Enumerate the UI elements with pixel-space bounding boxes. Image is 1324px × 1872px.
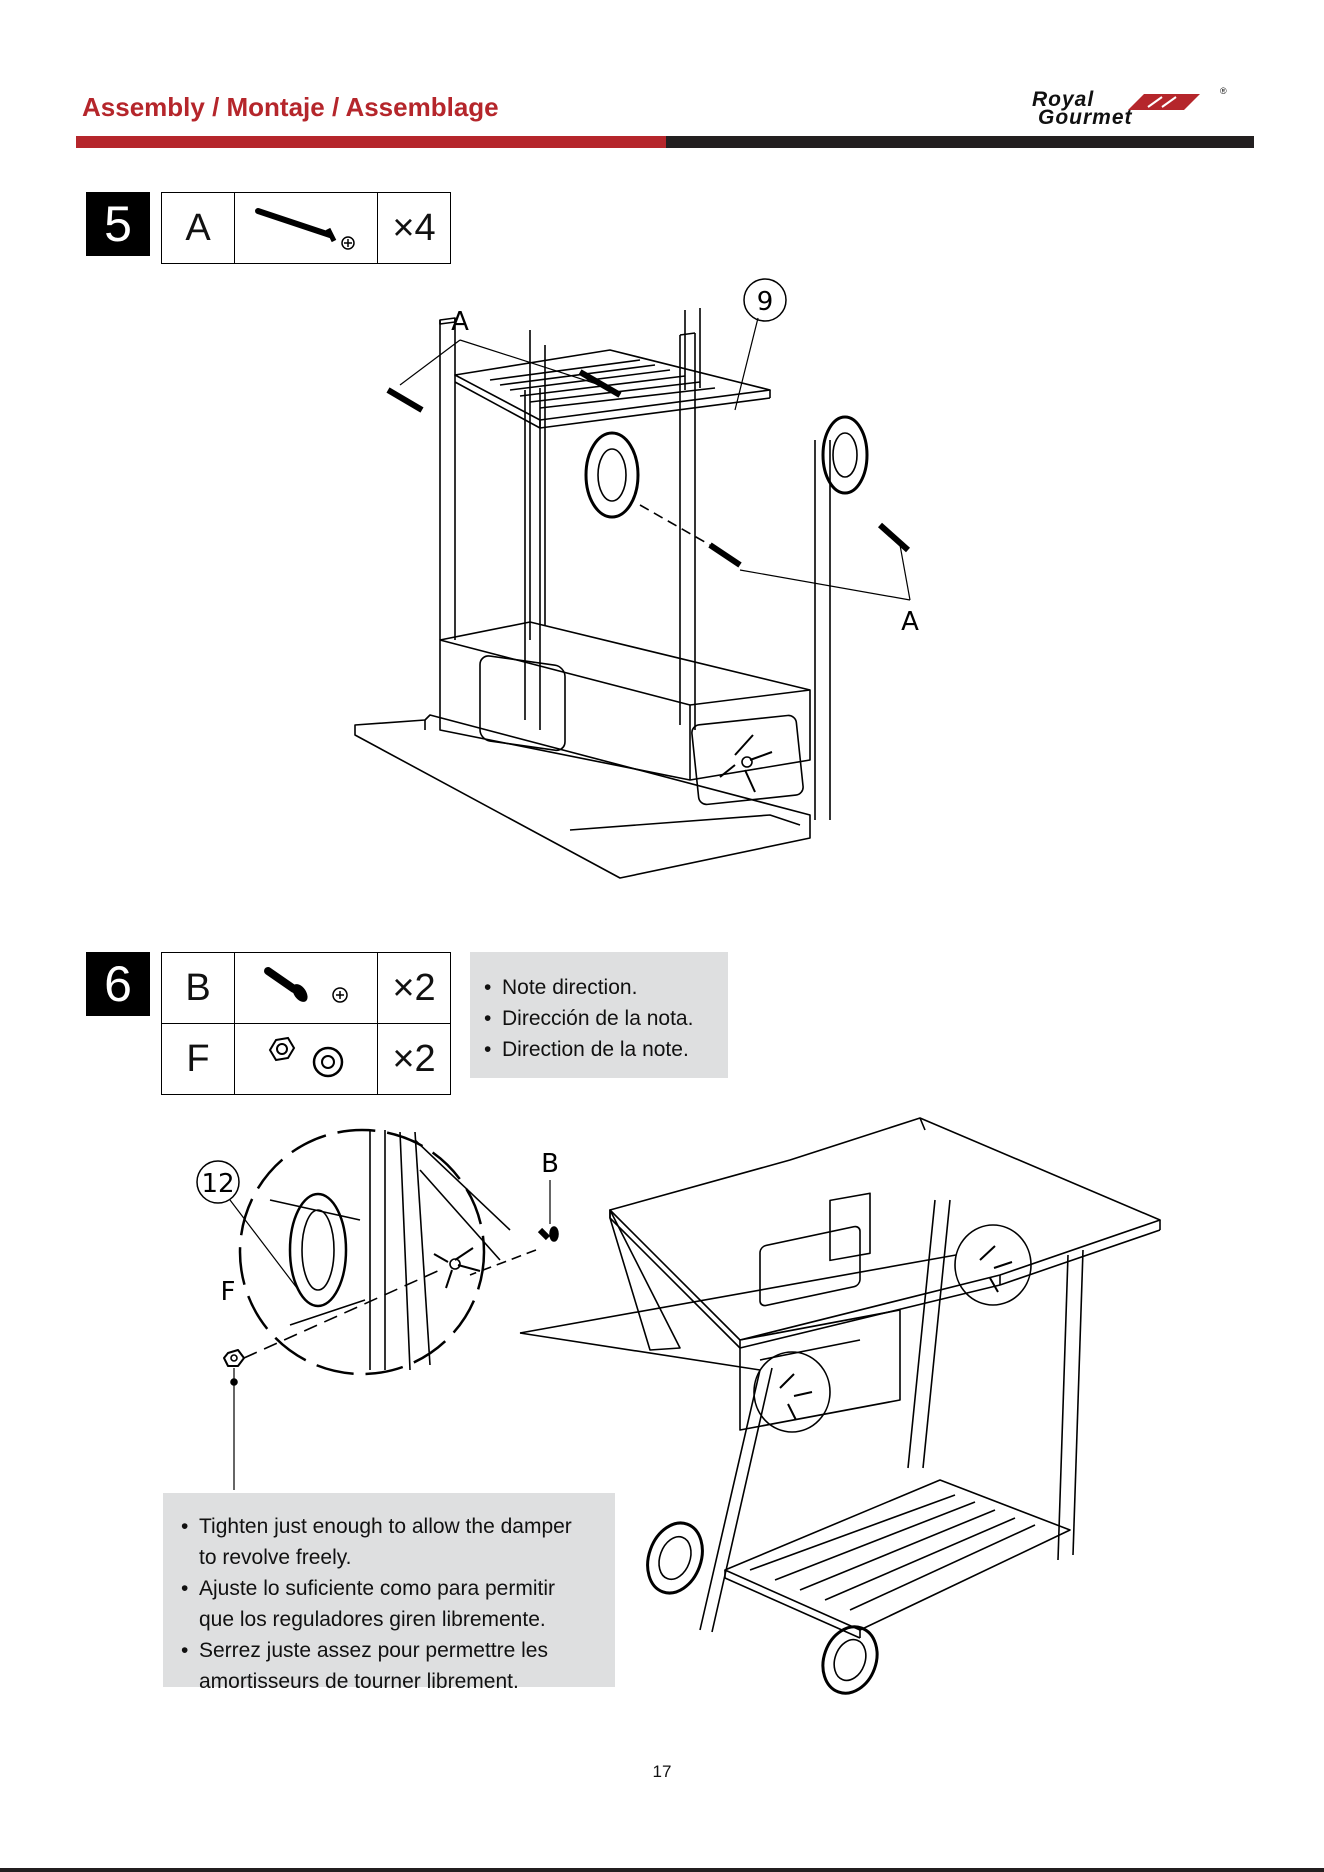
brand-logo: Royal Gourmet ® <box>1030 86 1230 130</box>
note-item-fr: Direction de la note. <box>480 1034 728 1065</box>
step-6-badge: 6 <box>86 952 150 1016</box>
brand-line-2: Gourmet <box>1038 106 1133 129</box>
note-item-en: Note direction. <box>480 972 728 1003</box>
footer-rule <box>0 1868 1324 1872</box>
tighten-instructions-box: Tighten just enough to allow the dampert… <box>163 1493 615 1693</box>
step-5-parts-table: A ×4 <box>161 192 451 264</box>
instruction-fr: Serrez juste assez pour permettre lesamo… <box>177 1635 615 1697</box>
parts-row-f: F ×2 <box>161 1023 451 1095</box>
callout-component-12: 12 <box>201 1169 234 1199</box>
long-bolt-icon <box>234 192 378 264</box>
page-number: 17 <box>652 1762 672 1781</box>
part-letter: B <box>161 952 235 1024</box>
registered-mark: ® <box>1220 86 1227 96</box>
parts-row-a: A ×4 <box>161 192 451 264</box>
step-5-badge: 5 <box>86 192 150 256</box>
part-quantity: ×2 <box>377 952 451 1024</box>
short-bolt-icon <box>234 952 378 1024</box>
callout-part-a-top: A <box>451 307 469 337</box>
nut-washer-icon <box>234 1023 378 1095</box>
part-letter: A <box>161 192 235 264</box>
page-header-title: Assembly / Montaje / Assemblage <box>82 92 499 122</box>
step-6-parts-table: B ×2 F ×2 <box>161 952 451 1095</box>
callout-component-9: 9 <box>757 287 774 317</box>
parts-row-b: B ×2 <box>161 952 451 1024</box>
brand-line-1: Royal <box>1032 88 1095 111</box>
header-rule-red <box>76 136 666 148</box>
callout-part-a-bottom: A <box>901 607 919 637</box>
step-5-assembly-illustration: A A 9 <box>354 278 919 879</box>
note-item-es: Dirección de la nota. <box>480 1003 728 1034</box>
step-6-assembly-illustration: 12 F B <box>196 1117 1161 1695</box>
part-letter: F <box>161 1023 235 1095</box>
note-direction-box: Note direction. Dirección de la nota. Di… <box>470 952 728 1078</box>
part-quantity: ×4 <box>377 192 451 264</box>
callout-part-b: B <box>541 1149 559 1179</box>
instruction-en: Tighten just enough to allow the dampert… <box>177 1511 615 1573</box>
callout-part-f: F <box>221 1277 236 1307</box>
part-quantity: ×2 <box>377 1023 451 1095</box>
instruction-es: Ajuste lo suficiente como para permitirq… <box>177 1573 615 1635</box>
brand-flag-icon <box>1128 94 1200 110</box>
header-rule-black <box>666 136 1254 148</box>
